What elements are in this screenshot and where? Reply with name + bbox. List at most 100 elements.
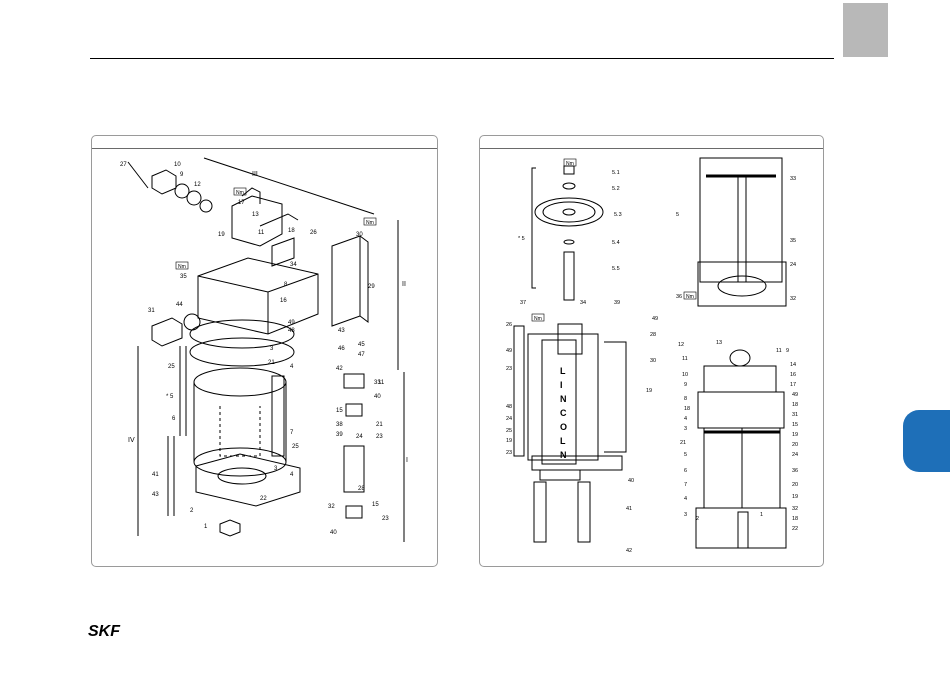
svg-text:34: 34 bbox=[290, 262, 297, 268]
svg-text:24: 24 bbox=[506, 416, 512, 422]
svg-text:O: O bbox=[560, 422, 567, 432]
chapter-tab-gray bbox=[843, 3, 888, 57]
svg-text:Nm: Nm bbox=[686, 294, 694, 300]
svg-text:20: 20 bbox=[792, 442, 798, 448]
svg-text:36: 36 bbox=[676, 294, 682, 300]
svg-text:13: 13 bbox=[252, 212, 259, 218]
svg-text:11: 11 bbox=[776, 348, 782, 354]
svg-text:32: 32 bbox=[790, 296, 796, 302]
svg-text:III: III bbox=[252, 171, 258, 178]
svg-text:Nm: Nm bbox=[566, 161, 574, 167]
svg-text:23: 23 bbox=[506, 450, 512, 456]
svg-text:5.4: 5.4 bbox=[612, 240, 620, 246]
svg-text:22: 22 bbox=[792, 526, 798, 532]
svg-text:25: 25 bbox=[168, 364, 175, 370]
svg-text:4: 4 bbox=[290, 472, 294, 478]
svg-text:49: 49 bbox=[506, 348, 512, 354]
svg-text:11: 11 bbox=[258, 230, 265, 236]
svg-text:18: 18 bbox=[792, 516, 798, 522]
svg-text:L: L bbox=[560, 436, 566, 446]
svg-text:9: 9 bbox=[684, 382, 687, 388]
chapter-tab-blue[interactable] bbox=[903, 410, 950, 472]
svg-text:31: 31 bbox=[148, 308, 155, 314]
svg-text:36: 36 bbox=[792, 468, 798, 474]
svg-text:18: 18 bbox=[792, 402, 798, 408]
svg-text:5.5: 5.5 bbox=[612, 266, 620, 272]
svg-text:42: 42 bbox=[336, 366, 343, 372]
svg-text:8: 8 bbox=[284, 282, 288, 288]
svg-text:5.3: 5.3 bbox=[614, 212, 622, 218]
svg-text:28: 28 bbox=[358, 486, 365, 492]
svg-text:26: 26 bbox=[506, 322, 512, 328]
svg-text:C: C bbox=[560, 408, 567, 418]
svg-text:49: 49 bbox=[792, 392, 798, 398]
svg-text:15: 15 bbox=[372, 502, 379, 508]
svg-text:33: 33 bbox=[374, 380, 381, 386]
svg-text:24: 24 bbox=[792, 452, 798, 458]
svg-text:35: 35 bbox=[790, 238, 796, 244]
svg-text:30: 30 bbox=[356, 232, 363, 238]
svg-text:6: 6 bbox=[172, 416, 176, 422]
svg-text:29: 29 bbox=[368, 284, 375, 290]
svg-text:27: 27 bbox=[120, 162, 127, 168]
svg-text:5.2: 5.2 bbox=[612, 186, 620, 192]
svg-text:17: 17 bbox=[790, 382, 796, 388]
svg-text:15: 15 bbox=[336, 408, 343, 414]
svg-text:11: 11 bbox=[378, 380, 385, 386]
svg-text:43: 43 bbox=[152, 492, 159, 498]
svg-text:3: 3 bbox=[684, 426, 687, 432]
figure-header-rule bbox=[92, 148, 437, 149]
svg-text:IV: IV bbox=[128, 437, 135, 444]
svg-text:45: 45 bbox=[358, 342, 365, 348]
svg-text:40: 40 bbox=[374, 394, 381, 400]
svg-text:15: 15 bbox=[792, 422, 798, 428]
svg-text:12: 12 bbox=[194, 182, 201, 188]
svg-text:48: 48 bbox=[288, 328, 295, 334]
svg-text:9: 9 bbox=[786, 348, 789, 354]
svg-text:33: 33 bbox=[790, 176, 796, 182]
svg-text:24: 24 bbox=[790, 262, 796, 268]
svg-text:Nm: Nm bbox=[366, 220, 374, 226]
svg-text:8: 8 bbox=[684, 396, 687, 402]
svg-text:35: 35 bbox=[180, 274, 187, 280]
svg-text:40: 40 bbox=[330, 530, 337, 536]
svg-text:2: 2 bbox=[190, 508, 194, 514]
figure-header-rule bbox=[480, 148, 823, 149]
svg-text:Nm: Nm bbox=[534, 316, 542, 322]
svg-text:21: 21 bbox=[680, 440, 686, 446]
svg-text:41: 41 bbox=[152, 472, 159, 478]
svg-text:Nm: Nm bbox=[178, 264, 186, 270]
svg-text:7: 7 bbox=[684, 482, 687, 488]
svg-text:1: 1 bbox=[760, 512, 763, 518]
svg-text:11: 11 bbox=[682, 356, 688, 362]
svg-text:23: 23 bbox=[506, 366, 512, 372]
svg-text:Nm: Nm bbox=[236, 190, 244, 196]
svg-text:20: 20 bbox=[792, 482, 798, 488]
svg-text:* 5: * 5 bbox=[518, 236, 525, 242]
svg-text:32: 32 bbox=[328, 504, 335, 510]
svg-text:17: 17 bbox=[238, 200, 245, 206]
svg-text:4: 4 bbox=[290, 364, 294, 370]
svg-text:30: 30 bbox=[650, 358, 656, 364]
svg-text:41: 41 bbox=[626, 506, 632, 512]
svg-text:43: 43 bbox=[338, 328, 345, 334]
svg-text:19: 19 bbox=[506, 438, 512, 444]
svg-text:39: 39 bbox=[336, 432, 343, 438]
skf-logo: SKF bbox=[88, 622, 138, 645]
svg-text:3: 3 bbox=[270, 346, 274, 352]
svg-text:49: 49 bbox=[288, 320, 295, 326]
svg-text:9: 9 bbox=[180, 172, 184, 178]
svg-text:48: 48 bbox=[506, 404, 512, 410]
svg-text:N: N bbox=[560, 450, 567, 460]
svg-text:L: L bbox=[560, 366, 566, 376]
svg-text:5: 5 bbox=[676, 212, 679, 218]
svg-text:5.1: 5.1 bbox=[612, 170, 620, 176]
svg-text:25: 25 bbox=[292, 444, 299, 450]
svg-text:6: 6 bbox=[684, 468, 687, 474]
svg-text:I: I bbox=[560, 380, 563, 390]
svg-text:N: N bbox=[560, 394, 567, 404]
